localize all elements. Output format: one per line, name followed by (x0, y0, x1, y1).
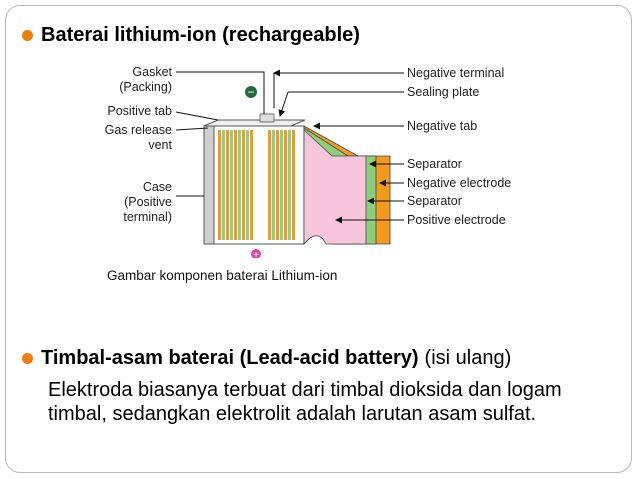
label-case: Case (143, 180, 172, 194)
label-positive-tab: Positive tab (107, 104, 172, 118)
label-negative-electrode: Negative electrode (407, 176, 511, 190)
battery-diagram: − + Gasket (Packing) Positive tab Gas re… (105, 65, 511, 258)
plus-symbol: + (253, 250, 259, 258)
heading-lead-acid: Timbal-asam baterai (Lead-acid battery) … (22, 347, 511, 370)
label-separator-1: Separator (407, 157, 462, 171)
label-case-terminal: terminal) (123, 210, 172, 224)
label-packing: (Packing) (119, 80, 172, 94)
label-negative-terminal: Negative terminal (407, 66, 504, 80)
negative-plates (222, 130, 291, 240)
pink-layer (303, 129, 367, 246)
diagram-caption: Gambar komponen baterai Lithium-ion (107, 268, 338, 283)
slide-frame (5, 5, 632, 473)
positive-terminal-marker (251, 249, 261, 258)
label-sealing-plate: Sealing plate (407, 85, 479, 99)
heading-lead-acid-normal: (isi ulang) (424, 347, 512, 369)
heading-lead-acid-bold: Timbal-asam baterai (Lead-acid battery) (41, 347, 419, 369)
negative-terminal-marker (245, 86, 257, 98)
label-negative-tab: Negative tab (407, 119, 477, 133)
minus-symbol: − (247, 85, 254, 99)
case-front (203, 125, 215, 245)
left-leader-lines (175, 71, 265, 197)
label-case-positive: (Positive (124, 195, 172, 209)
label-separator-2: Separator (407, 194, 462, 208)
sealing-plate (259, 113, 275, 123)
bullet-icon (22, 30, 33, 41)
lead-acid-description: Elektroda biasanya terbuat dari timbal d… (48, 379, 562, 425)
label-positive-electrode: Positive electrode (407, 213, 506, 227)
positive-plates (218, 130, 295, 240)
right-leader-lines (273, 69, 404, 224)
label-gasket: Gasket (132, 65, 172, 79)
label-gas-release: Gas release (105, 123, 172, 137)
heading-lithium-ion-text: Baterai lithium-ion (rechargeable) (41, 24, 360, 46)
label-vent: vent (148, 138, 172, 152)
case-top (203, 119, 306, 127)
bullet-icon (22, 353, 33, 364)
heading-lithium-ion: Baterai lithium-ion (rechargeable) (22, 24, 360, 47)
